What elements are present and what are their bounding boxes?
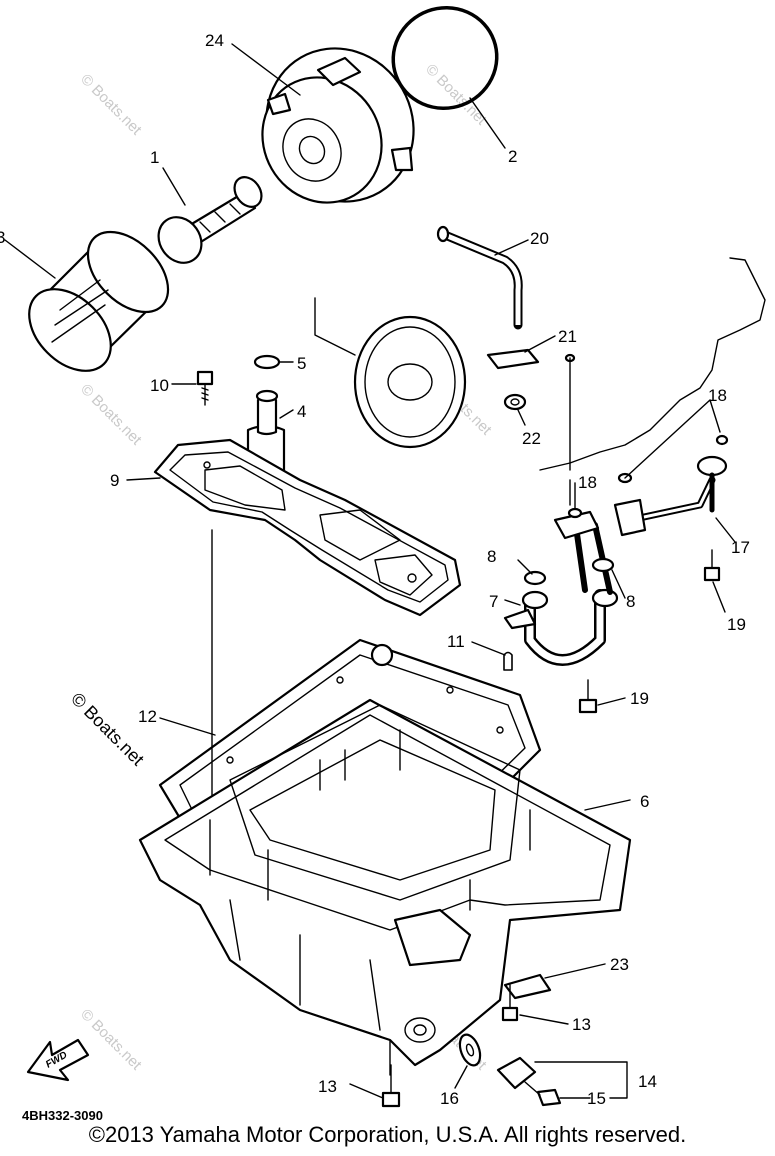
part-label-18: 18 bbox=[578, 473, 597, 492]
part-label-15: 15 bbox=[587, 1089, 606, 1108]
part-label-7: 7 bbox=[489, 592, 498, 611]
oil-cooler-part bbox=[261, 47, 415, 204]
part-label-8: 8 bbox=[626, 592, 635, 611]
watermark: © Boats.net bbox=[77, 1006, 145, 1074]
part-label-11: 11 bbox=[447, 632, 465, 651]
gasket-plate-part bbox=[153, 438, 462, 617]
part-label-1: 1 bbox=[150, 148, 159, 167]
part-label-12: 12 bbox=[138, 707, 157, 726]
part-label-5: 5 bbox=[297, 354, 306, 373]
part-label-13: 13 bbox=[318, 1077, 337, 1096]
part-label-24: 24 bbox=[205, 31, 224, 50]
part-label-17: 17 bbox=[731, 538, 750, 557]
watermark: © Boats.net bbox=[77, 71, 145, 139]
part-label-23: 23 bbox=[610, 955, 629, 974]
part-label-13: 13 bbox=[572, 1015, 591, 1034]
oil-pan-part bbox=[138, 698, 632, 1076]
part-number-labels: 24 2 1 3 20 21 22 5 10 4 9 18 18 17 19 8… bbox=[0, 31, 750, 1108]
part-label-19: 19 bbox=[630, 689, 649, 708]
part-label-2: 2 bbox=[508, 147, 517, 166]
oil-filter-part bbox=[28, 230, 170, 372]
pipe-clamp-part bbox=[486, 348, 540, 411]
part-label-3: 3 bbox=[0, 228, 5, 247]
part-label-14: 14 bbox=[638, 1072, 657, 1091]
part-label-18: 18 bbox=[708, 386, 727, 405]
part-label-22: 22 bbox=[522, 429, 541, 448]
o-ring-part bbox=[391, 6, 499, 110]
oil-strainer-part bbox=[314, 297, 467, 449]
watermark: © Boats.net bbox=[77, 381, 145, 449]
drawing-code: 4BH332-3090 bbox=[22, 1108, 103, 1123]
copyright-notice: ©2013 Yamaha Motor Corporation, U.S.A. A… bbox=[88, 1122, 687, 1147]
forward-arrow-icon: FWD bbox=[26, 1038, 90, 1082]
part-label-16: 16 bbox=[440, 1089, 459, 1108]
oil-delivery-pipe-part bbox=[503, 353, 729, 714]
part-label-20: 20 bbox=[530, 229, 549, 248]
part-label-4: 4 bbox=[297, 402, 306, 421]
oil-pipe-part bbox=[436, 225, 523, 330]
part-label-9: 9 bbox=[110, 471, 119, 490]
part-label-6: 6 bbox=[640, 792, 649, 811]
part-label-21: 21 bbox=[558, 327, 577, 346]
engine-outline bbox=[539, 257, 766, 506]
part-label-10: 10 bbox=[150, 376, 169, 395]
part-label-19: 19 bbox=[727, 615, 746, 634]
watermark-dark: © Boats.net bbox=[67, 689, 148, 770]
drain-hardware-part bbox=[381, 973, 562, 1108]
leader-lines bbox=[4, 43, 736, 1099]
part-label-8: 8 bbox=[487, 547, 496, 566]
union-bolt-part bbox=[157, 176, 263, 264]
